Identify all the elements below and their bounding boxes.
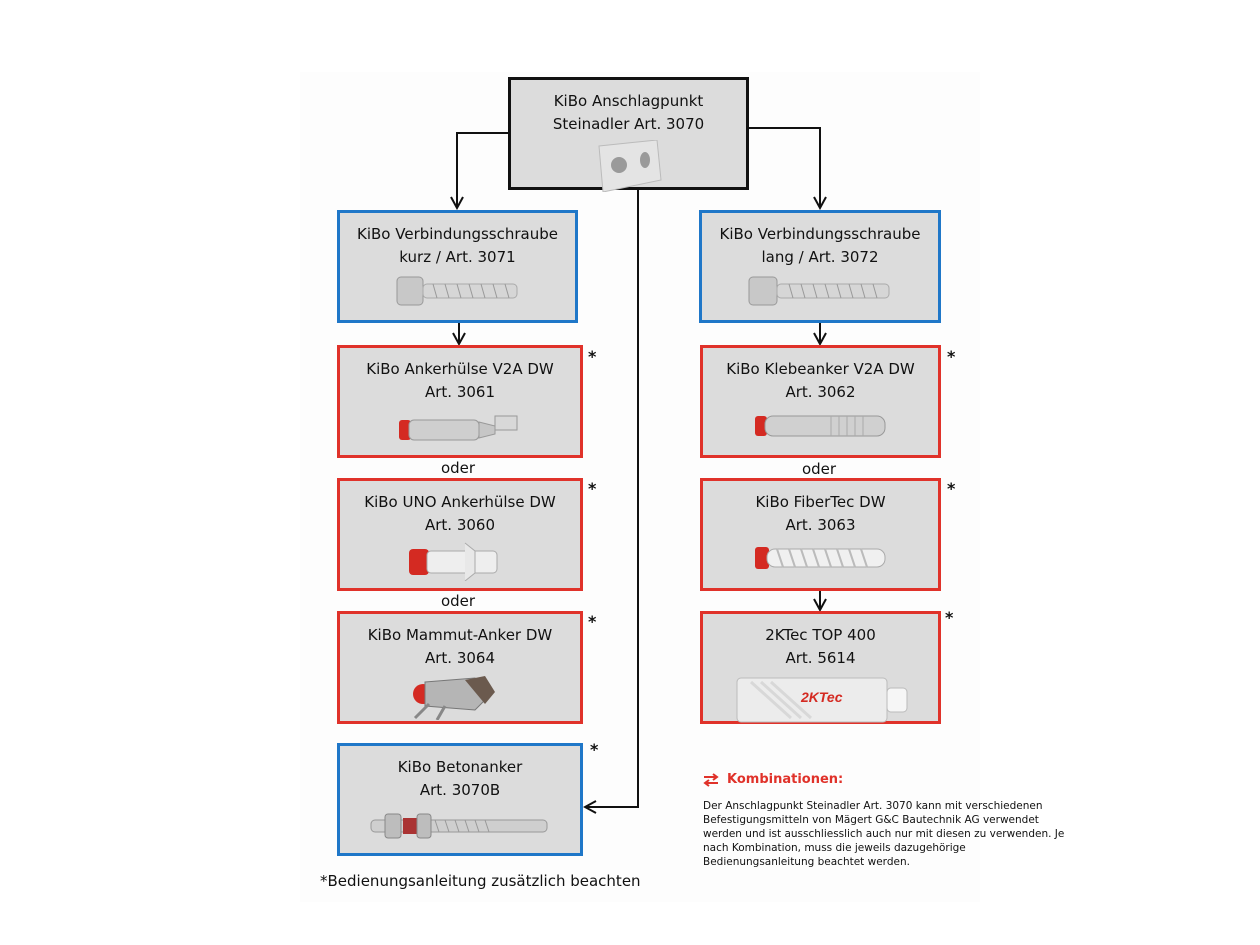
box-article: Art. 3061 [424,383,496,401]
box-article: Art. 3063 [785,516,856,534]
box-verbindungsschraube-kurz: KiBo Verbindungsschraube kurz / Art. 307… [337,210,578,323]
footnote-star: * [945,608,954,627]
klebeanker-image [754,415,885,437]
box-betonanker: KiBo Betonanker Art. 3070B [337,743,583,856]
box-title: KiBo Klebeanker V2A DW [726,360,915,378]
mammut-anchor-image [413,676,495,720]
box-title: KiBo Mammut-Anker DW [367,626,553,644]
box-steinadler: KiBo Anschlagpunkt Steinadler Art. 3070 [508,77,749,192]
plate-image [597,140,662,192]
box-article: Art. 5614 [785,649,856,667]
oder-label: oder [440,592,476,610]
box-title: KiBo UNO Ankerhülse DW [364,493,556,511]
uno-sleeve-image [409,542,498,581]
arrow-top-to-left-screw [457,132,510,208]
box-article: lang / Art. 3072 [761,248,879,266]
box-ankerhuelse: KiBo Ankerhülse V2A DW Art. 3061 [337,345,583,458]
box-article: Art. 3062 [785,383,856,401]
box-title: KiBo Anschlagpunkt [553,92,704,110]
cartridge-brand: 2KTec [800,689,843,705]
box-title: KiBo FiberTec DW [755,493,886,511]
box-title: KiBo Ankerhülse V2A DW [366,360,554,378]
betonanker-image [370,813,548,839]
screw-image [396,276,517,306]
box-fibertec: KiBo FiberTec DW Art. 3063 [700,478,941,591]
box-article: Art. 3060 [424,516,496,534]
box-mammut-anker: KiBo Mammut-Anker DW Art. 3064 [337,611,583,724]
box-2ktec-top400: 2KTec TOP 400 Art. 5614 2KTec [700,611,941,724]
box-article: Steinadler Art. 3070 [552,115,705,133]
oder-label: oder [440,459,476,477]
footnote-star: * [947,479,956,498]
fibertec-image [754,547,885,569]
kombinationen-section: Kombinationen: Der Anschlagpunkt Steinad… [703,772,1073,869]
box-title: 2KTec TOP 400 [765,626,876,644]
oder-label: oder [801,460,837,478]
box-klebeanker: KiBo Klebeanker V2A DW Art. 3062 [700,345,941,458]
box-title: KiBo Verbindungsschraube [719,225,921,243]
box-article: Art. 3064 [424,649,496,667]
kombinationen-heading: Kombinationen: [703,772,1073,787]
sleeve-image [399,415,518,441]
kombinationen-title: Kombinationen: [727,772,844,787]
box-article: Art. 3070B [419,781,501,799]
arrow-top-to-right-screw [748,127,820,208]
footnote-star: * [588,347,597,366]
box-article: kurz / Art. 3071 [399,248,516,266]
footnote-star: * [588,479,597,498]
screw-image [748,276,890,306]
box-title: KiBo Betonanker [397,758,523,776]
footnote-star: * [588,612,597,631]
arrows-icon [703,772,719,787]
cartridge-image: 2KTec [736,677,907,723]
footnote-star: * [590,740,599,759]
kombinationen-text: Der Anschlagpunkt Steinadler Art. 3070 k… [703,800,1065,868]
footnote-text: *Bedienungsanleitung zusätzlich beachten [320,872,641,890]
arrow-top-to-betonanker [585,189,639,807]
footnote-star: * [947,347,956,366]
box-verbindungsschraube-lang: KiBo Verbindungsschraube lang / Art. 307… [699,210,941,323]
box-uno-ankerhuelse: KiBo UNO Ankerhülse DW Art. 3060 [337,478,583,591]
box-title: KiBo Verbindungsschraube [357,225,558,243]
